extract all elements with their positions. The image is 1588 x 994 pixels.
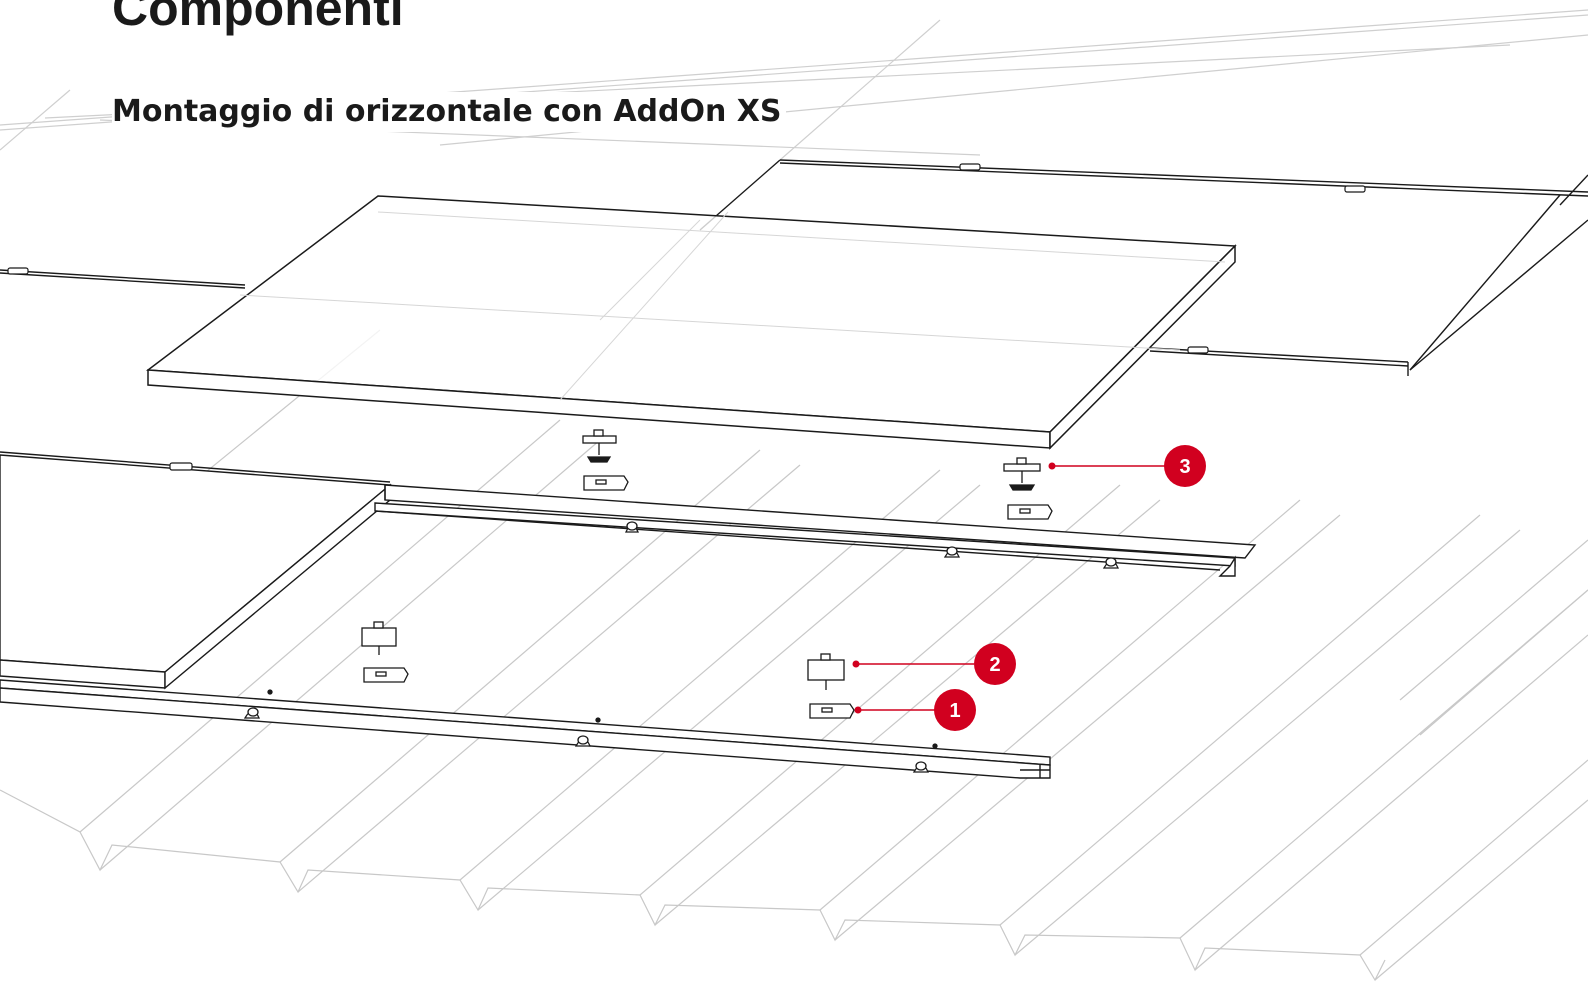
page-subtitle: Montaggio di orizzontale con AddOn XS (112, 92, 786, 132)
roof-rib (1359, 759, 1588, 956)
callout-1-badge (934, 689, 976, 731)
callout-2-badge (974, 643, 1016, 685)
left-installed-module (0, 451, 392, 690)
callout-3-number: 3 (1179, 456, 1190, 478)
upper-rail-brackets (625, 521, 1119, 569)
roof-rib (1014, 529, 1521, 956)
left-row-clamp (169, 462, 193, 471)
roof-rib (1194, 634, 1588, 971)
callout-3-badge (1164, 445, 1206, 487)
back-module-row (0, 159, 1588, 376)
roof-rib (1374, 799, 1588, 981)
roof-rib (999, 514, 1481, 926)
roof-rib (1399, 539, 1588, 701)
roof-rib (819, 499, 1301, 911)
roof-rib (477, 484, 981, 911)
floating-solar-module (145, 195, 1237, 450)
roof-sheet (0, 329, 1588, 982)
lower-rail (0, 679, 1051, 779)
roof-rib (79, 419, 561, 833)
roof-rib (297, 464, 801, 893)
end-clamp-lower-left (361, 621, 409, 683)
end-clamp-lower-right (807, 653, 855, 719)
callout-1: 1 (854, 689, 976, 731)
callout-1-number: 1 (949, 700, 960, 722)
middle-clamp-upper-left (582, 429, 629, 491)
front-installed-module (384, 484, 1257, 559)
lower-rail-brackets (243, 689, 938, 773)
roof-rib (654, 499, 1161, 926)
upper-rail (374, 502, 1236, 577)
roof-rib (834, 514, 1341, 941)
roof-rib (1419, 589, 1588, 736)
page-title: Componenti (112, 0, 404, 36)
callout-3: 3 (1048, 445, 1206, 487)
back-row-clamps (7, 163, 1366, 354)
callout-2: 2 (852, 643, 1016, 685)
middle-clamp-upper-right (1003, 457, 1053, 520)
callout-2-number: 2 (989, 654, 1000, 676)
